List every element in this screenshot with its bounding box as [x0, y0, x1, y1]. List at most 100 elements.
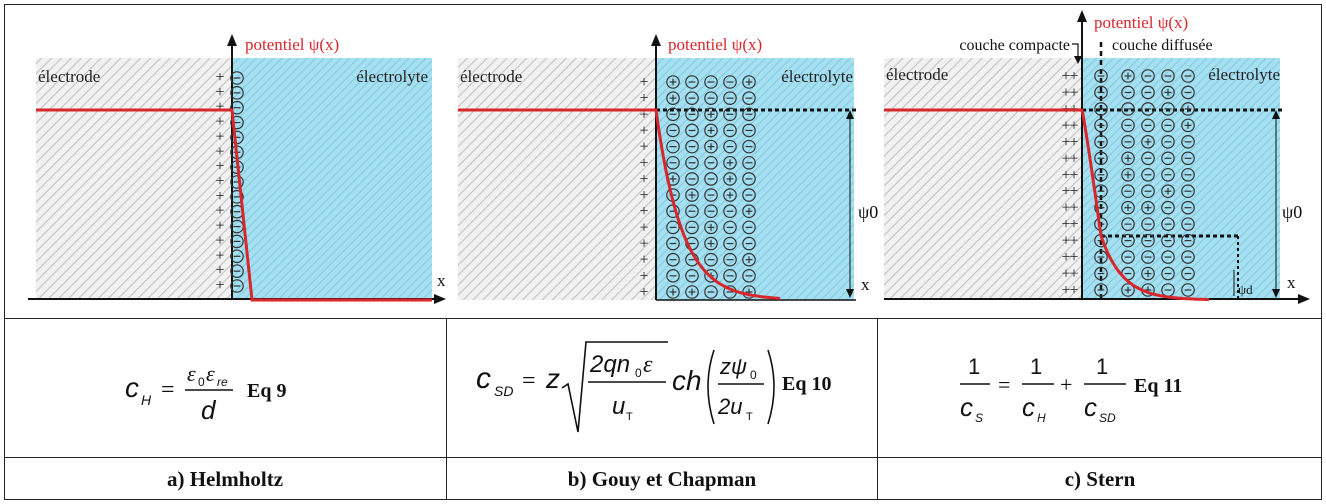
electrode-label-b: électrode	[460, 67, 522, 86]
anion-symbol	[1121, 233, 1135, 248]
anion-symbol	[742, 269, 756, 283]
psi0-arrow-head-top-b	[846, 110, 854, 119]
anion-symbol	[1094, 250, 1108, 264]
surface-charge-plus: +	[1069, 84, 1078, 101]
compact-layer-pointer	[1072, 43, 1079, 58]
anion-symbol	[230, 86, 244, 100]
potential-axis-arrow-c	[1077, 10, 1087, 22]
anion-symbol	[666, 123, 680, 138]
caption-gouy-chapman: b) Gouy et Chapman	[567, 466, 757, 491]
svg-text:=: =	[161, 377, 175, 403]
potential-axis-arrow-a	[227, 34, 237, 46]
svg-text:c: c	[960, 392, 973, 422]
double-layer-diagrams: électrode électrolyte potentiel ψ(x) x +…	[28, 10, 1310, 304]
surface-charges-b: ++++++++++++++	[639, 74, 648, 301]
anion-symbol	[1181, 151, 1195, 166]
anion-symbol	[1181, 266, 1195, 281]
anion-symbol	[723, 236, 737, 251]
surface-charge-plus: +	[1069, 249, 1078, 266]
electrode-region-c	[884, 58, 1082, 300]
x-axis-label-c: x	[1287, 273, 1296, 292]
anion-symbol	[723, 204, 737, 219]
anion-symbol	[1121, 135, 1135, 149]
anion-symbol	[666, 220, 680, 235]
cation-symbol	[723, 172, 737, 186]
surface-charge-plus: +	[215, 262, 224, 279]
surface-charge-plus: +	[1061, 84, 1070, 101]
anion-symbol	[1161, 200, 1175, 215]
surface-charge-plus: +	[1061, 233, 1070, 250]
surface-charge-plus: +	[1061, 134, 1070, 151]
anion-symbol	[742, 91, 756, 105]
x-axis-arrow-a	[434, 294, 446, 304]
svg-text:ch: ch	[672, 365, 702, 396]
cation-symbol	[742, 75, 756, 89]
anion-symbol	[704, 285, 718, 299]
cation-symbol	[1141, 266, 1155, 281]
anion-symbol	[1094, 283, 1108, 297]
anion-symbol	[1094, 69, 1108, 83]
svg-text:z: z	[545, 363, 560, 394]
surface-charge-plus: +	[639, 90, 648, 107]
surface-charge-plus: +	[639, 252, 648, 269]
surface-charge-plus: +	[1069, 150, 1078, 167]
cation-symbol	[742, 252, 756, 267]
anion-symbol	[1141, 102, 1155, 116]
electrode-label-c: électrode	[886, 65, 948, 84]
cation-symbol	[704, 107, 718, 122]
svg-text:2qn: 2qn	[589, 351, 630, 378]
electrolyte-label-c: électrolyte	[1208, 65, 1280, 84]
anion-symbol	[666, 107, 680, 122]
anion-symbol	[1094, 85, 1108, 100]
table-line-middle	[4, 457, 1322, 458]
surface-charge-plus: +	[215, 143, 224, 160]
anion-symbol	[1161, 266, 1175, 281]
anion-symbol	[742, 172, 756, 186]
surface-charges-a: +++++++++++++++	[215, 69, 224, 294]
panel-b-gouy-chapman: électrode électrolyte potentiel ψ(x) x ψ…	[458, 34, 878, 301]
cation-symbol	[1121, 167, 1135, 182]
anion-symbol	[1181, 250, 1195, 264]
anion-symbol	[666, 252, 680, 267]
anion-symbol	[742, 220, 756, 235]
anion-symbol	[704, 172, 718, 186]
svg-text:d: d	[201, 395, 217, 425]
anion-symbol	[742, 107, 756, 122]
anion-symbol	[723, 269, 737, 283]
anion-symbol	[685, 220, 699, 235]
anion-symbol	[704, 155, 718, 170]
anion-symbol	[1141, 69, 1155, 83]
surface-charges-c: ++++++++++++++++++++++++++++	[1061, 68, 1078, 299]
figure-frame	[4, 4, 1322, 500]
surface-charge-plus: +	[1069, 200, 1078, 217]
cation-symbol	[685, 285, 699, 299]
cation-symbol	[1121, 69, 1135, 83]
anion-symbol	[1161, 69, 1175, 83]
surface-charge-plus: +	[1069, 233, 1078, 250]
anion-symbol	[230, 100, 244, 115]
anion-symbol	[1121, 118, 1135, 133]
anion-symbol	[704, 75, 718, 89]
anion-symbol	[723, 91, 737, 105]
x-axis-label-b: x	[861, 275, 870, 294]
cation-symbol	[1181, 102, 1195, 116]
surface-charge-plus: +	[215, 232, 224, 249]
cation-symbol	[1141, 200, 1155, 215]
surface-charge-plus: +	[1069, 134, 1078, 151]
anion-symbol	[1094, 151, 1108, 166]
anion-symbol	[685, 139, 699, 154]
equation-cell-helmholtz: c H = ε 0 ε re d Eq 9	[4, 319, 446, 457]
anion-symbol	[1181, 184, 1195, 199]
ion-cloud-c	[1094, 69, 1195, 297]
anion-symbol	[1121, 250, 1135, 264]
surface-charge-plus: +	[215, 158, 224, 175]
surface-charge-plus: +	[1061, 266, 1070, 283]
svg-text:c: c	[476, 362, 491, 395]
potential-curve-b	[458, 108, 781, 300]
potential-axis-arrow-b	[651, 34, 661, 46]
anion-symbol	[704, 204, 718, 219]
anion-symbol	[1121, 184, 1135, 199]
surface-charge-plus: +	[215, 247, 224, 264]
anion-symbol	[1121, 102, 1135, 116]
table-divider-2	[877, 318, 878, 500]
